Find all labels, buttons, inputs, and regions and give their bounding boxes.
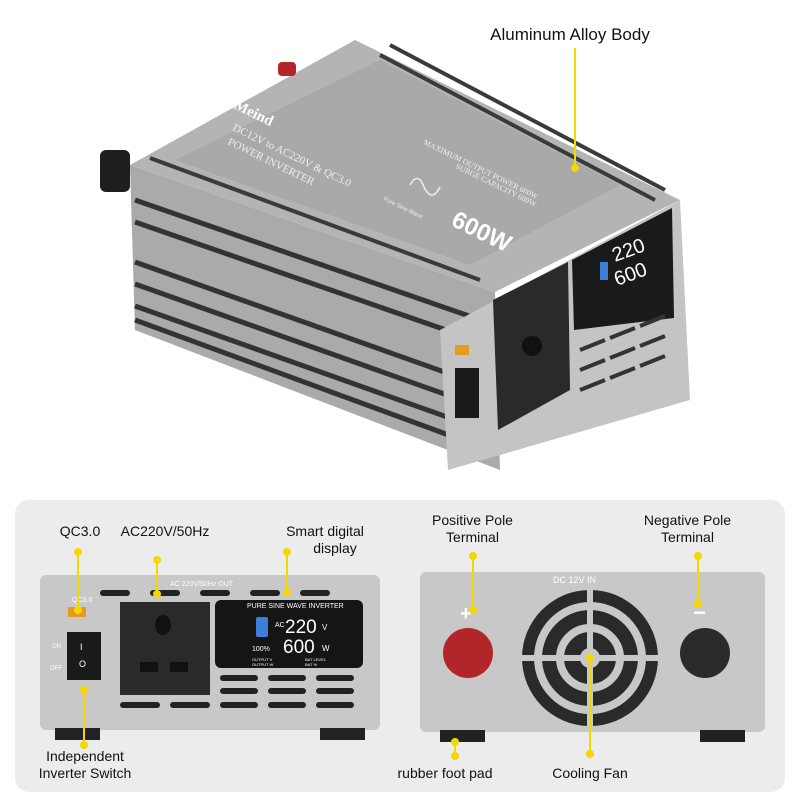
callout-positive-line2: Terminal xyxy=(446,529,499,545)
callout-qc: QC3.0 xyxy=(59,523,101,539)
qc-usb-port[interactable] xyxy=(455,345,469,355)
battery-icon xyxy=(600,262,608,280)
power-switch[interactable] xyxy=(455,368,479,418)
callout-display: Smart digital display xyxy=(270,523,380,557)
callout-switch: Independent Inverter Switch xyxy=(25,748,145,782)
callout-positive: Positive Pole Terminal xyxy=(415,512,530,546)
callout-display-line2: display xyxy=(313,540,357,556)
callout-fan: Cooling Fan xyxy=(552,765,628,781)
side-face xyxy=(130,165,500,470)
callout-display-line1: Smart digital xyxy=(286,523,364,539)
negative-terminal-knob xyxy=(100,150,130,192)
callout-negative-line2: Terminal xyxy=(661,529,714,545)
inverter-main-view: Meind DC12V to AC220V & QC3.0 POWER INVE… xyxy=(100,40,690,470)
callout-negative-line1: Negative Pole xyxy=(643,512,732,528)
callout-dot xyxy=(571,164,579,172)
callout-negative: Negative Pole Terminal xyxy=(630,512,745,546)
positive-terminal-knob xyxy=(278,62,296,76)
callout-body: Aluminum Alloy Body xyxy=(490,25,650,44)
callout-switch-line2: Inverter Switch xyxy=(38,765,132,781)
callout-switch-line1: Independent xyxy=(46,748,124,764)
callout-positive-line1: Positive Pole xyxy=(432,512,513,528)
callout-ac: AC220V/50Hz xyxy=(120,523,210,539)
lcd-display xyxy=(572,208,674,330)
callout-foot: rubber foot pad xyxy=(397,765,493,781)
sine-wave-icon xyxy=(409,177,441,196)
